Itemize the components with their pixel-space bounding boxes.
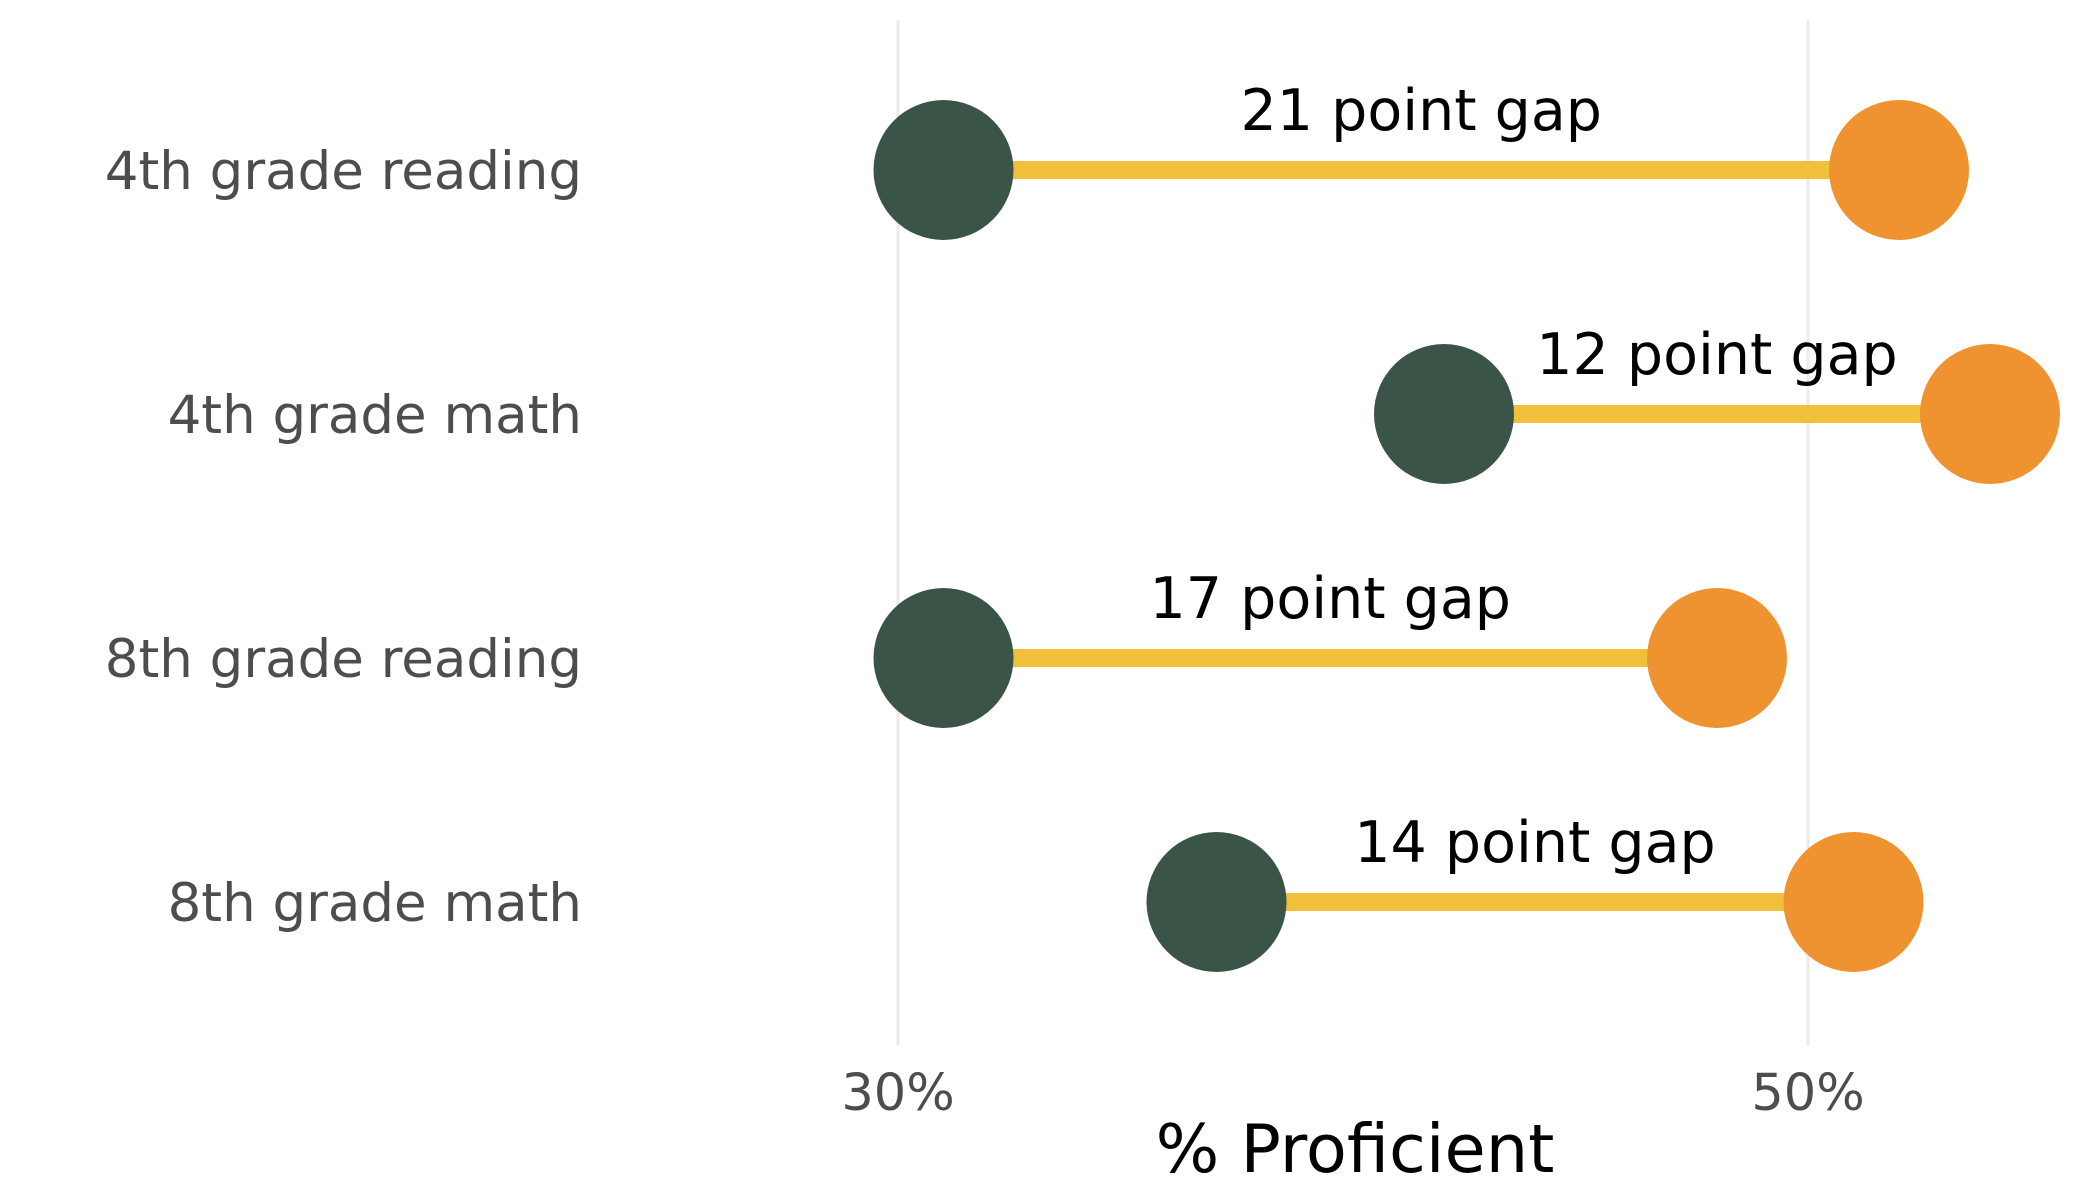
gap-label: 21 point gap: [1241, 78, 1602, 144]
point-layer: [873, 100, 2060, 972]
low-value-point: [873, 588, 1014, 728]
high-value-point: [1783, 832, 1924, 972]
category-label: 4th grade math: [168, 385, 582, 446]
x-tick-label-50: 50%: [1751, 1064, 1864, 1123]
gap-annotations: 21 point gap 12 point gap 17 point gap 14 p…: [1150, 78, 1898, 876]
category-label: 8th grade math: [168, 873, 582, 934]
x-tick-label-30: 30%: [841, 1064, 954, 1123]
high-value-point: [1647, 588, 1787, 728]
low-value-point: [1146, 832, 1287, 972]
gap-label: 12 point gap: [1536, 322, 1897, 388]
category-label: 8th grade reading: [105, 629, 582, 690]
category-label: 4th grade reading: [105, 141, 582, 202]
gap-label: 17 point gap: [1150, 566, 1511, 632]
x-tick-labels: 30% 50%: [841, 1064, 1864, 1123]
low-value-point: [1374, 344, 1514, 484]
gap-label: 14 point gap: [1354, 810, 1715, 876]
category-labels: 4th grade reading 4th grade math 8th grade…: [105, 141, 582, 934]
high-value-point: [1829, 100, 1969, 240]
connector-layer: [943, 161, 1990, 911]
x-axis-title: % Proficient: [1156, 1110, 1555, 1188]
low-value-point: [873, 100, 1014, 240]
high-value-point: [1920, 344, 2060, 484]
